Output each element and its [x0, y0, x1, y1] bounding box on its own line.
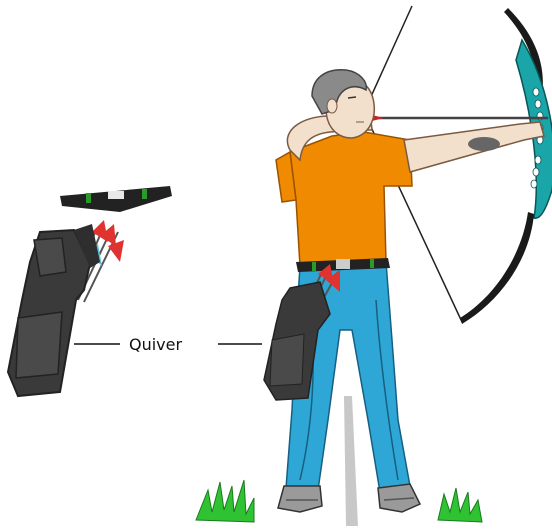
bow-icon [460, 8, 552, 324]
quiver-icon [8, 224, 100, 396]
arm-guard [468, 137, 500, 151]
quiver-callout: Quiver [74, 335, 262, 354]
arrow-icon [356, 112, 548, 124]
archer [264, 70, 544, 512]
ground-shadow [344, 396, 358, 526]
grass-icon [196, 480, 482, 522]
quiver-label: Quiver [129, 335, 182, 354]
bow-arm [404, 122, 544, 172]
quiver-belt [60, 186, 172, 212]
quiver-detail [8, 186, 172, 396]
